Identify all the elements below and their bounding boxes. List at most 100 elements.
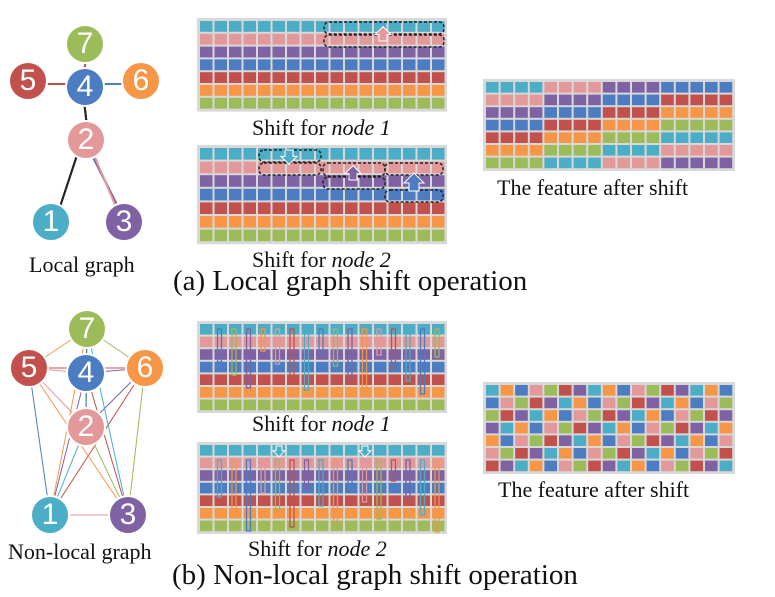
nonlocal-node-2: 2 — [66, 407, 106, 447]
feature-cell — [229, 361, 242, 373]
feature-cell — [229, 97, 242, 109]
feature-cell — [359, 470, 372, 481]
shift-caption-a-node2: Shift for node 2 — [252, 248, 391, 272]
feature-cell — [388, 175, 401, 187]
feature-cell — [272, 495, 285, 506]
feature-cell — [500, 145, 514, 156]
feature-cell — [705, 94, 718, 106]
feature-cell — [432, 399, 445, 411]
feature-cell — [705, 157, 718, 169]
feature-cell — [573, 157, 587, 169]
feature-cell — [559, 397, 572, 409]
feature-cell — [403, 470, 416, 481]
feature-cell — [417, 387, 430, 398]
feature-cell — [588, 119, 601, 131]
feature-cell — [258, 97, 271, 109]
feature-cell — [559, 435, 572, 446]
feature-cell — [675, 460, 689, 472]
feature-cell — [359, 216, 372, 228]
feature-cell — [200, 33, 213, 45]
caption-node: node 1 — [331, 115, 391, 140]
feature-cell — [345, 202, 358, 214]
feature-cell — [258, 374, 271, 385]
feature-grid-b-node2 — [197, 442, 447, 534]
feature-cell — [602, 460, 616, 472]
feature-cell — [690, 145, 703, 156]
feature-cell — [214, 399, 227, 411]
feature-cell — [515, 448, 528, 459]
feature-cell — [403, 457, 416, 469]
feature-cell — [229, 457, 242, 469]
local-node-7: 7 — [65, 24, 105, 64]
feature-cell — [661, 397, 674, 409]
feature-cell — [243, 495, 256, 506]
feature-cell — [301, 482, 314, 494]
feature-cell — [486, 82, 499, 93]
feature-cell — [690, 119, 703, 131]
feature-cell — [403, 229, 416, 242]
feature-cell — [330, 495, 343, 506]
feature-cell — [258, 445, 271, 456]
caption-prefix: Shift for — [252, 115, 332, 140]
feature-cell — [229, 387, 242, 398]
feature-cell — [417, 85, 430, 96]
caption-prefix: Shift for — [252, 247, 332, 272]
feature-cell — [500, 410, 514, 421]
shift-strip — [231, 459, 237, 515]
feature-cell — [301, 216, 314, 228]
feature-cell — [602, 107, 616, 118]
caption-prefix: Shift for — [248, 536, 328, 561]
feature-cell — [675, 410, 689, 421]
feature-cell — [632, 410, 645, 421]
feature-cell — [529, 410, 543, 421]
feature-cell — [719, 435, 733, 446]
feature-cell — [330, 188, 343, 201]
feature-cell — [500, 82, 514, 93]
feature-cell — [374, 374, 387, 385]
feature-cell — [316, 175, 329, 187]
feature-cell — [544, 448, 557, 459]
feature-cell — [272, 482, 285, 494]
feature-cell — [515, 385, 528, 396]
feature-cell — [229, 495, 242, 506]
feature-cell — [417, 457, 430, 469]
feature-cell — [272, 161, 285, 174]
feature-cell — [316, 445, 329, 456]
feature-cell — [258, 349, 271, 360]
caption-node: node 1 — [331, 411, 391, 436]
feature-cell — [417, 216, 430, 228]
feature-cell — [602, 385, 616, 396]
feature-after-shift-a — [483, 79, 735, 171]
feature-cell — [515, 107, 528, 118]
feature-cell — [359, 148, 372, 160]
feature-cell — [529, 157, 543, 169]
feature-cell — [243, 482, 256, 494]
feature-cell — [646, 94, 660, 106]
feature-cell — [200, 445, 213, 456]
feature-cell — [417, 229, 430, 242]
feature-cell — [690, 82, 703, 93]
feature-cell — [403, 161, 416, 174]
feature-cell — [301, 72, 314, 83]
feature-cell — [617, 107, 630, 118]
feature-cell — [602, 94, 616, 106]
feature-cell — [529, 397, 543, 409]
feature-cell — [486, 157, 499, 169]
feature-cell — [330, 202, 343, 214]
feature-cell — [690, 435, 703, 446]
feature-cell — [544, 397, 557, 409]
feature-cell — [374, 21, 387, 32]
nonlocal-node-6: 6 — [125, 348, 165, 388]
feature-cell — [388, 470, 401, 481]
feature-cell — [388, 361, 401, 373]
feature-cell — [432, 229, 445, 242]
feature-cell — [374, 59, 387, 71]
feature-cell — [617, 397, 630, 409]
feature-cell — [602, 397, 616, 409]
feature-cell — [345, 59, 358, 71]
feature-cell — [287, 21, 300, 32]
feature-cell — [403, 33, 416, 45]
feature-cell — [646, 397, 660, 409]
feature-cell — [403, 85, 416, 96]
feature-cell — [258, 148, 271, 160]
